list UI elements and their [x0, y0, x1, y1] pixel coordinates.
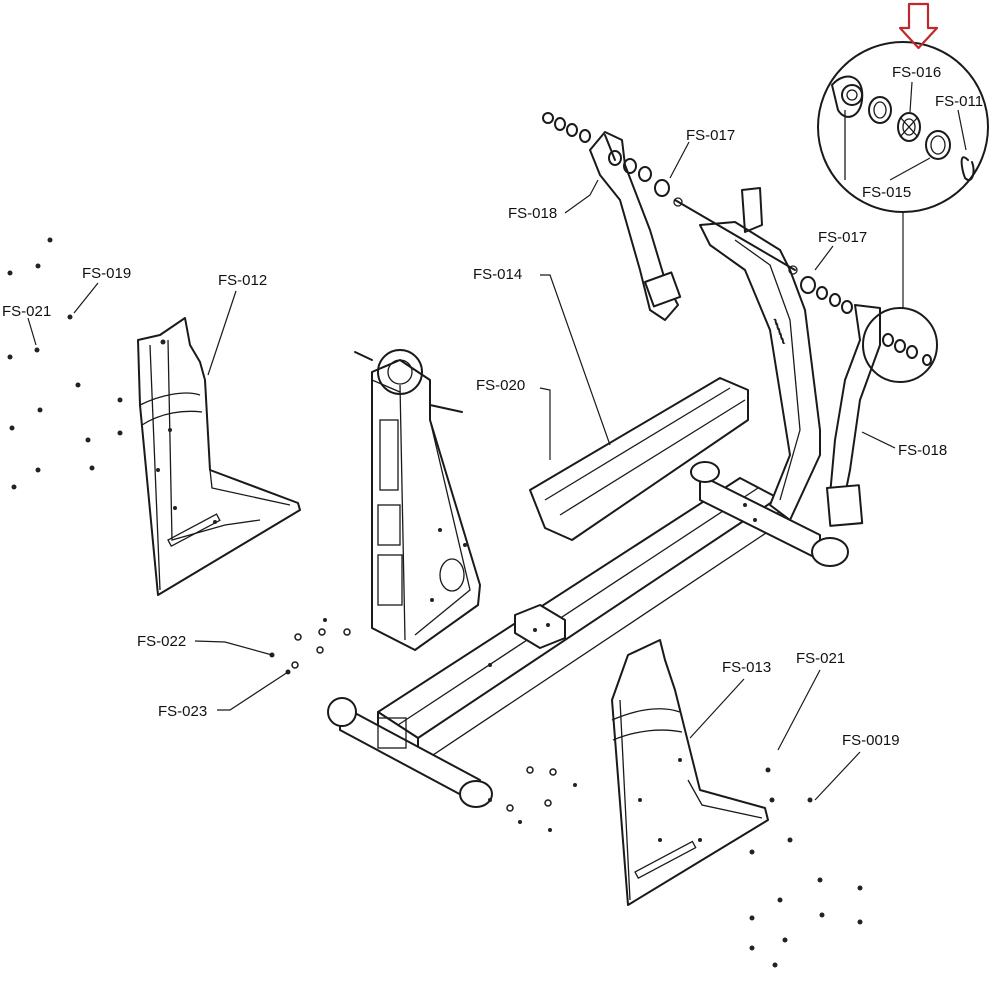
center-tower [354, 349, 481, 651]
label-fs-018-right: FS-018 [898, 442, 947, 459]
label-fs-023: FS-023 [158, 703, 207, 720]
label-fs-021-left: FS-021 [2, 303, 51, 320]
label-fs-022: FS-022 [137, 633, 186, 650]
base-frame [327, 461, 849, 808]
channel-part [529, 377, 749, 541]
label-fs-011: FS-011 [935, 93, 983, 110]
label-fs-017-top: FS-017 [686, 127, 735, 144]
upright-arm: ~~~~~ [673, 187, 821, 521]
part-labels: FS-016 FS-011 FS-015 FS-017 FS-018 FS-01… [2, 64, 983, 749]
highlight-down-arrow-icon [898, 2, 939, 50]
label-fs-018-top: FS-018 [508, 205, 557, 222]
label-fs-019: FS-019 [82, 265, 131, 282]
label-fs-015: FS-015 [862, 184, 911, 201]
label-fs-016: FS-016 [892, 64, 941, 81]
right-side-panel [611, 639, 769, 906]
left-side-panel [137, 317, 301, 596]
pedal-arm-right [800, 276, 932, 527]
leader-lines [27, 141, 896, 801]
left-screws [7, 237, 123, 490]
label-fs-0019: FS-0019 [842, 732, 900, 749]
detail-callout-large [817, 41, 989, 308]
detail-callout-small [862, 307, 938, 383]
right-screws [749, 767, 863, 968]
pedal-arm-upper [542, 112, 682, 321]
label-fs-017-right: FS-017 [818, 229, 867, 246]
label-fs-013: FS-013 [722, 659, 771, 676]
label-fs-012: FS-012 [218, 272, 267, 289]
label-fs-014: FS-014 [473, 266, 522, 283]
label-fs-020: FS-020 [476, 377, 525, 394]
label-fs-021-right: FS-021 [796, 650, 845, 667]
